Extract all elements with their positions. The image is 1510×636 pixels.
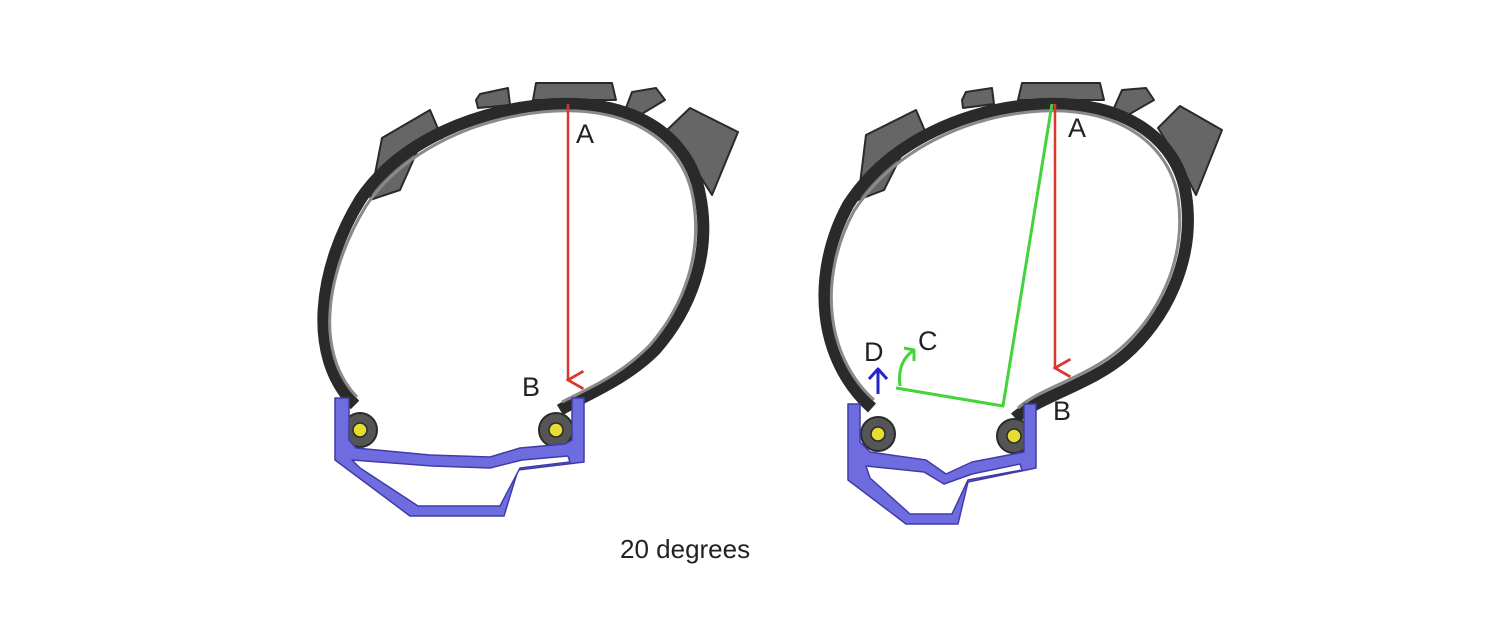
right-bead-left: [860, 416, 896, 452]
right-lift-arrowhead: [867, 367, 889, 381]
right-rim: [847, 403, 1037, 525]
right-label-b: B: [1053, 396, 1071, 426]
left-rim: [334, 397, 585, 517]
left-tire-carcass: [317, 97, 710, 416]
right-lever-line: [895, 103, 1054, 408]
right-label-a: A: [1068, 113, 1086, 143]
left-label-a: A: [576, 119, 594, 149]
right-rotation-arrowhead: [903, 346, 916, 361]
caption: 20 degrees: [620, 534, 750, 564]
right-label-d: D: [864, 337, 884, 367]
left-bead-left: [342, 412, 378, 448]
right-bead-right: [996, 418, 1032, 454]
right-rotation-arrow: [898, 348, 915, 387]
right-label-c: C: [918, 326, 938, 356]
right-tire-diagram: A B C D: [818, 82, 1223, 525]
left-tire-diagram: A B: [317, 82, 739, 517]
right-tire-carcass: [818, 97, 1194, 423]
left-label-b: B: [522, 372, 540, 402]
